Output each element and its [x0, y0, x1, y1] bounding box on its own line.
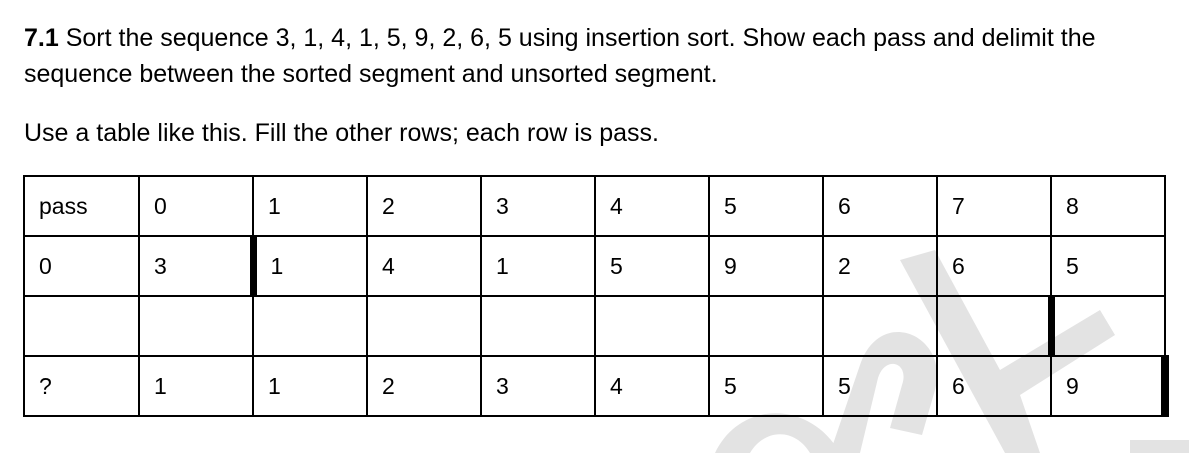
value-cell: 5 — [1050, 235, 1166, 297]
header-cell: 4 — [594, 175, 710, 237]
value-cell: 3 — [138, 235, 254, 297]
value-cell: 2 — [366, 355, 482, 417]
table-row-final: ? 1 1 2 3 4 5 5 6 9 — [23, 355, 1169, 417]
header-cell: 1 — [252, 175, 368, 237]
value-cell: 9 — [708, 235, 824, 297]
pass-cell[interactable] — [23, 295, 140, 357]
value-cell[interactable] — [936, 295, 1052, 357]
value-cell[interactable] — [366, 295, 482, 357]
value-cell: 6 — [936, 355, 1052, 417]
header-cell-pass: pass — [23, 175, 140, 237]
question-body: Sort the sequence 3, 1, 4, 1, 5, 9, 2, 6… — [24, 24, 1096, 88]
value-cell: 2 — [822, 235, 938, 297]
value-cell-delimited[interactable] — [1047, 295, 1166, 357]
table-row-pass-0: 0 3 1 4 1 5 9 2 6 5 — [23, 235, 1166, 297]
value-cell[interactable] — [480, 295, 596, 357]
value-cell-delimited: 1 — [249, 235, 368, 297]
insertion-sort-table: pass 0 1 2 3 4 5 6 7 8 0 3 1 4 1 5 9 2 6… — [23, 175, 1169, 417]
header-cell: 3 — [480, 175, 596, 237]
value-cell: 5 — [708, 355, 824, 417]
value-cell: 1 — [252, 355, 368, 417]
value-cell[interactable] — [252, 295, 368, 357]
value-cell-delimited: 9 — [1050, 355, 1169, 417]
value-cell: 5 — [594, 235, 710, 297]
value-cell: 1 — [480, 235, 596, 297]
value-cell[interactable] — [138, 295, 254, 357]
pass-cell: ? — [23, 355, 140, 417]
header-cell: 0 — [138, 175, 254, 237]
value-cell[interactable] — [594, 295, 710, 357]
value-cell[interactable] — [708, 295, 824, 357]
header-cell: 5 — [708, 175, 824, 237]
pass-cell: 0 — [23, 235, 140, 297]
value-cell: 5 — [822, 355, 938, 417]
value-cell: 3 — [480, 355, 596, 417]
instruction-text: Use a table like this. Fill the other ro… — [24, 119, 659, 147]
value-cell[interactable] — [822, 295, 938, 357]
value-cell: 4 — [366, 235, 482, 297]
header-cell: 6 — [822, 175, 938, 237]
question-number: 7.1 — [24, 24, 59, 52]
header-cell: 8 — [1050, 175, 1166, 237]
header-row: pass 0 1 2 3 4 5 6 7 8 — [23, 175, 1166, 237]
value-cell: 1 — [138, 355, 254, 417]
header-cell: 2 — [366, 175, 482, 237]
table-row-blank — [23, 295, 1166, 357]
value-cell: 6 — [936, 235, 1052, 297]
value-cell: 4 — [594, 355, 710, 417]
header-cell: 7 — [936, 175, 1052, 237]
question-text: 7.1 Sort the sequence 3, 1, 4, 1, 5, 9, … — [24, 20, 1164, 92]
